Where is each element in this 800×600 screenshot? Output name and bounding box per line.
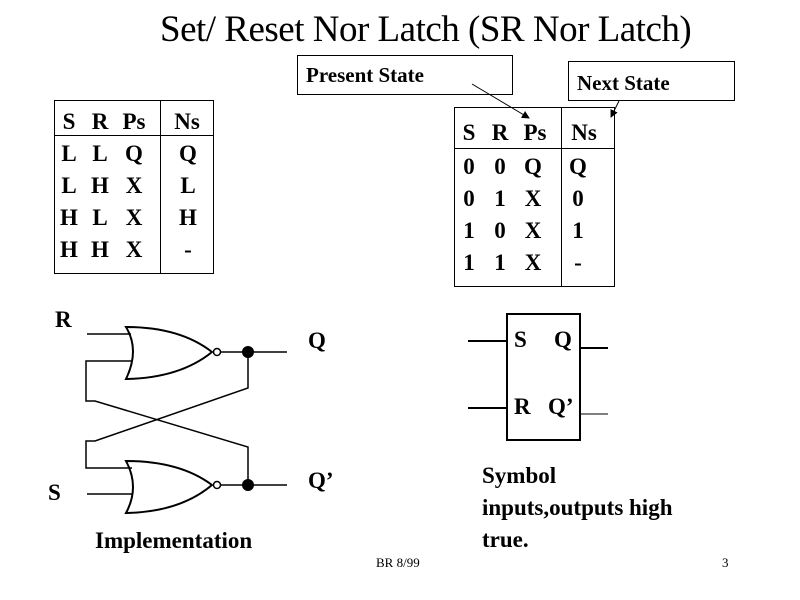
cell-ps: Q bbox=[125, 141, 143, 166]
header-ns: Ns bbox=[174, 109, 200, 134]
cell-ns: - bbox=[184, 237, 192, 262]
header-ns: Ns bbox=[571, 120, 597, 145]
slide-number: 3 bbox=[722, 555, 729, 570]
symbol-pin-r: R bbox=[514, 394, 531, 419]
cell-ns: Q bbox=[179, 141, 197, 166]
symbol-caption-line: Symbol bbox=[482, 463, 557, 488]
inversion-bubble bbox=[212, 480, 222, 490]
cell-ps: X bbox=[125, 173, 143, 198]
symbol-caption-line: true. bbox=[482, 527, 529, 552]
next-state-arrow bbox=[610, 100, 620, 118]
cell-s: L bbox=[61, 173, 77, 198]
wire-qbar-feedback bbox=[85, 360, 249, 485]
header-s: S bbox=[462, 120, 476, 145]
truth-table-01: S R Ps Ns 0 0 Q Q 0 1 X 0 1 0 X 1 1 1 X … bbox=[454, 107, 615, 287]
junction-dot-q bbox=[242, 346, 254, 358]
present-state-callout: Present State bbox=[297, 55, 513, 95]
cell-s: 0 bbox=[463, 186, 475, 211]
header-ps: Ps bbox=[122, 109, 146, 134]
next-state-callout: Next State bbox=[568, 61, 735, 101]
junction-dot-qbar bbox=[242, 479, 254, 491]
symbol-pin-s: S bbox=[514, 327, 527, 352]
nor-gate-top bbox=[124, 325, 222, 381]
cell-r: 1 bbox=[494, 186, 506, 211]
present-state-arrow bbox=[471, 83, 530, 119]
nor-gate-bottom bbox=[124, 459, 222, 515]
column-divider bbox=[561, 108, 562, 286]
cell-r: L bbox=[92, 141, 108, 166]
cell-ns: H bbox=[179, 205, 197, 230]
output-qbar-label: Q’ bbox=[308, 468, 334, 493]
cell-ps: X bbox=[125, 237, 143, 262]
input-r-label: R bbox=[55, 307, 72, 332]
cell-s: 1 bbox=[463, 250, 475, 275]
cell-r: H bbox=[91, 173, 109, 198]
header-s: S bbox=[62, 109, 76, 134]
wires bbox=[85, 333, 287, 495]
cell-ps: X bbox=[125, 205, 143, 230]
cell-r: 0 bbox=[494, 218, 506, 243]
header-divider bbox=[55, 135, 213, 136]
cell-ps: X bbox=[524, 250, 542, 275]
header-r: R bbox=[491, 120, 509, 145]
cell-ns: - bbox=[574, 250, 582, 275]
cell-s: 0 bbox=[463, 154, 475, 179]
cell-ns: Q bbox=[569, 154, 587, 179]
cell-ns: 1 bbox=[572, 218, 584, 243]
cell-s: 1 bbox=[463, 218, 475, 243]
cell-s: H bbox=[60, 237, 78, 262]
input-s-label: S bbox=[48, 480, 61, 505]
header-ps: Ps bbox=[523, 120, 547, 145]
inversion-bubble bbox=[212, 347, 222, 357]
footer-author-date: BR 8/99 bbox=[376, 555, 420, 570]
cell-s: L bbox=[61, 141, 77, 166]
sr-latch-symbol bbox=[468, 313, 608, 441]
symbol-pin-q: Q bbox=[554, 327, 572, 352]
symbol-caption-line: inputs,outputs high bbox=[482, 495, 673, 520]
symbol-pin-qbar: Q’ bbox=[548, 394, 574, 419]
cell-s: H bbox=[60, 205, 78, 230]
symbol-caption: Symbol inputs,outputs high true. bbox=[482, 460, 673, 556]
slide-title: Set/ Reset Nor Latch (SR Nor Latch) bbox=[160, 9, 692, 50]
implementation-caption: Implementation bbox=[95, 528, 253, 553]
cell-ps: Q bbox=[524, 154, 542, 179]
symbol-box bbox=[506, 313, 581, 441]
truth-table-hl: S R Ps Ns L L Q Q L H X L H L X H H H X … bbox=[54, 100, 214, 274]
cell-ps: X bbox=[524, 186, 542, 211]
cell-r: L bbox=[92, 205, 108, 230]
present-state-label: Present State bbox=[306, 63, 424, 87]
wire-q-feedback bbox=[85, 352, 249, 469]
cell-r: 1 bbox=[494, 250, 506, 275]
cell-r: H bbox=[91, 237, 109, 262]
header-r: R bbox=[91, 109, 109, 134]
next-state-label: Next State bbox=[577, 71, 670, 95]
cell-r: 0 bbox=[494, 154, 506, 179]
column-divider bbox=[160, 101, 161, 273]
header-divider bbox=[455, 148, 614, 149]
cell-ns: L bbox=[180, 173, 196, 198]
cell-ps: X bbox=[524, 218, 542, 243]
cell-ns: 0 bbox=[572, 186, 584, 211]
output-q-label: Q bbox=[308, 328, 326, 353]
